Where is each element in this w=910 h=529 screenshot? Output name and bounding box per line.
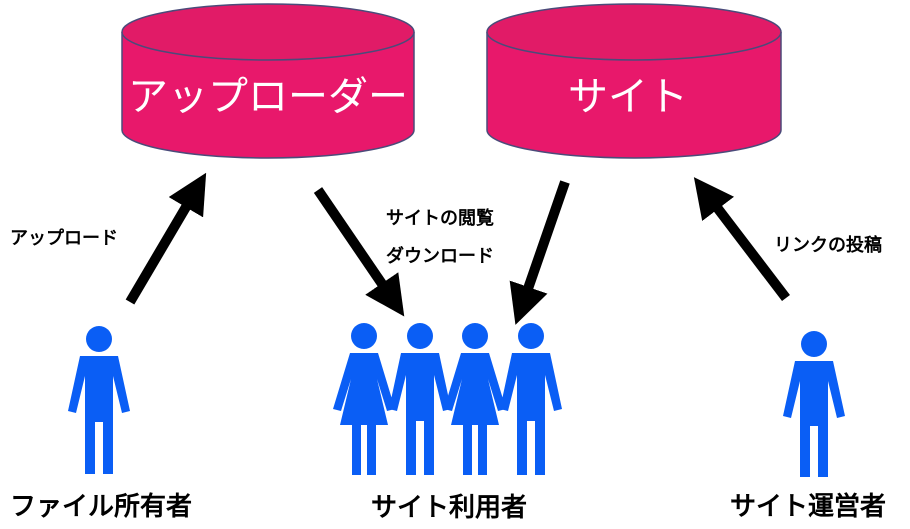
uploader-cylinder-body xyxy=(121,32,415,159)
upload-edge-label: アップロード xyxy=(10,227,118,249)
site-label: サイト xyxy=(568,74,688,120)
browse-edge-label-line2: ダウンロード xyxy=(386,245,494,267)
file-owner-person-icon xyxy=(68,326,130,474)
site-operator-person-icon xyxy=(783,331,845,477)
upload-arrow xyxy=(125,172,207,305)
site-user-male-icon xyxy=(389,323,451,475)
site-cylinder: サイト xyxy=(486,3,782,159)
site-user-female-icon xyxy=(333,323,395,475)
site-operator-label: サイト運営者 xyxy=(730,492,886,522)
site-cylinder-body xyxy=(486,32,782,159)
post-link-arrow xyxy=(693,177,790,302)
site-cylinder-top xyxy=(486,3,782,61)
uploader-to-users-arrow xyxy=(313,187,405,317)
file-owner-label: ファイル所有者 xyxy=(10,492,192,522)
uploader-cylinder: アップローダー xyxy=(121,3,415,159)
site-users-group-icon xyxy=(333,323,562,475)
post-link-edge-label: リンクの投稿 xyxy=(774,234,882,256)
site-user-male-icon xyxy=(500,323,562,475)
site-to-users-arrow xyxy=(509,180,570,325)
site-user-female-icon xyxy=(444,323,506,475)
browse-edge-label-line1: サイトの閲覧 xyxy=(386,207,494,229)
uploader-label: アップローダー xyxy=(128,74,408,120)
site-users-label: サイト利用者 xyxy=(371,493,527,523)
uploader-cylinder-top xyxy=(121,3,415,61)
